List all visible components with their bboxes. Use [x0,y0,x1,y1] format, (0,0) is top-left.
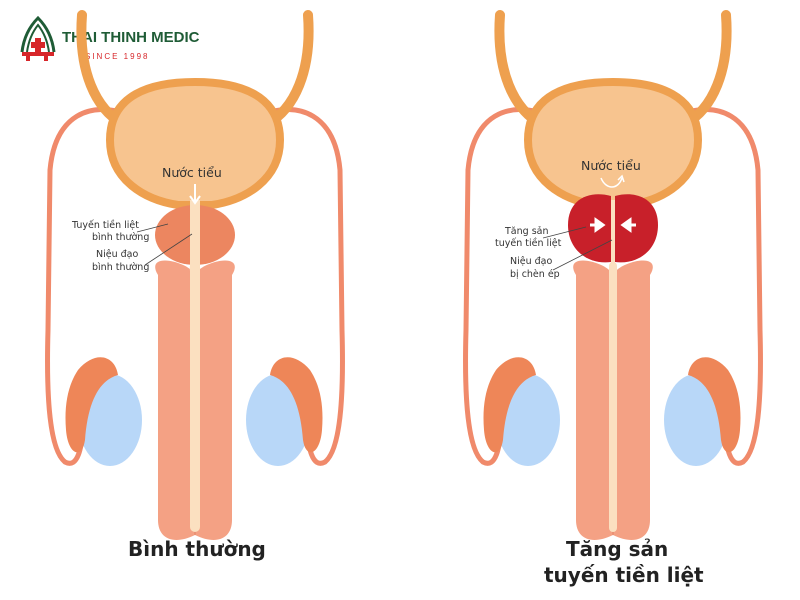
normal-prostate-label-1: Tuyến tiền liệt [71,220,139,231]
enlarged-caption-1: Tăng sản [566,537,668,561]
enlarged-prostate-left-lobe [568,194,611,263]
enlarged-caption-2: tuyến tiền liệt [544,563,704,587]
normal-anatomy: Nước tiểu Tuyến tiền liệt bình thường Ni… [48,15,343,561]
logo-name: THAI THINH MEDIC [62,29,200,46]
logo-tagline: SINCE 1998 [85,52,149,61]
normal-caption: Bình thường [128,537,266,561]
normal-urethra-label-2: bình thường [92,262,149,273]
normal-urethra [190,262,200,532]
normal-prostate-label-2: bình thường [92,232,149,243]
compression-arrow-icon [590,217,636,233]
logo: THAI THINH MEDIC SINCE 1998 [20,15,200,61]
normal-urethra-label-1: Niệu đạo [96,249,138,260]
normal-urine-label: Nước tiểu [162,165,222,180]
enlarged-urine-label: Nước tiểu [581,158,641,173]
enlarged-urethra-label-1: Niệu đạo [510,256,552,267]
urine-retention-arrow-icon [600,174,625,188]
down-arrow-icon [189,184,201,205]
compressed-urethra [609,262,617,532]
enlarged-prostate-label-1: Tăng sản [504,226,549,237]
enlarged-prostate-right-lobe [615,194,658,263]
logo-emblem-icon [20,15,56,61]
enlarged-prostate-label-2: tuyến tiền liệt [495,238,562,249]
enlarged-anatomy: Nước tiểu Tăng sản tuyến tiền liệt Niệu … [466,15,761,587]
enlarged-urethra-label-2: bị chèn ép [510,269,560,280]
